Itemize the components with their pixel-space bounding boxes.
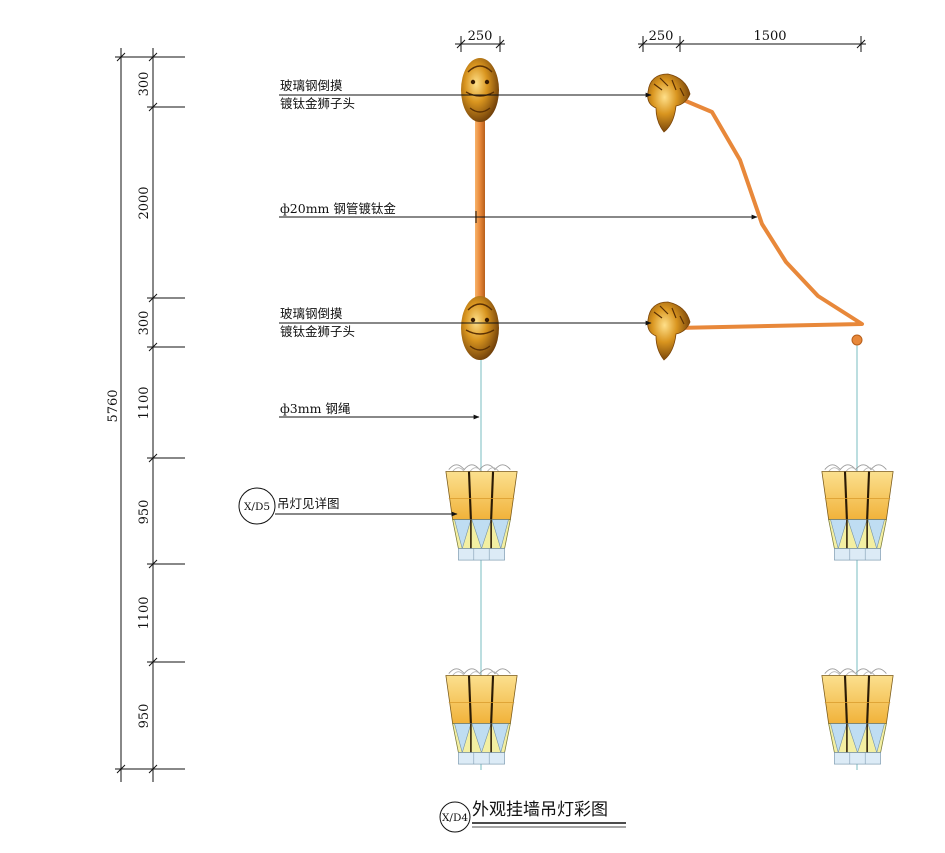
drawing-title: X/D4 外观挂墙吊灯彩图 (439, 800, 626, 833)
dim-v-300-top: 300 (137, 72, 152, 97)
note-steel-pipe: ф20mm 钢管镀钛金 (280, 201, 396, 216)
pendant-lamp-left-upper (444, 463, 519, 562)
vertical-steel-pipe (475, 110, 485, 310)
pendant-lamp-left-lower (444, 667, 519, 766)
top-dimension-values: 250 250 1500 (468, 29, 787, 44)
title-ref-tag: X/D4 (442, 812, 468, 824)
vertical-dimension-chain (115, 48, 185, 782)
curved-steel-pipe (673, 94, 864, 330)
dim-v-300-bottom: 300 (137, 311, 152, 336)
notes: 玻璃钢倒摸 镀钛金狮子头 ф20mm 钢管镀钛金 玻璃钢倒摸 镀钛金狮子头 ф3… (238, 78, 396, 525)
lion-head-side-top (647, 73, 691, 133)
note-lion-head-top-line1: 玻璃钢倒摸 (280, 78, 343, 93)
dim-v-950-upper: 950 (137, 500, 152, 525)
note-lion-head-bottom-line2: 镀钛金狮子头 (280, 324, 355, 339)
lamp-detail-ref-tag: X/D5 (244, 501, 270, 513)
dim-v-1100-lower: 1100 (137, 596, 152, 629)
top-dimension-chain (455, 36, 866, 52)
dim-v-total: 5760 (106, 389, 121, 422)
dim-h-250-left: 250 (468, 29, 493, 44)
lion-head-front-top (461, 58, 499, 122)
note-lamp-detail: 吊灯见详图 (277, 496, 340, 511)
dim-v-2000: 2000 (137, 186, 152, 219)
dim-v-1100-upper: 1100 (137, 386, 152, 419)
vertical-dimension-values: 300 2000 300 1100 950 1100 950 5760 (106, 72, 152, 729)
note-lion-head-top-line2: 镀钛金狮子头 (280, 96, 355, 111)
lamp-detail-ref-circle (238, 487, 276, 525)
title-ref-circle (439, 801, 471, 833)
lion-head-side-bottom (647, 301, 691, 361)
pipe-end-cap (851, 334, 863, 346)
leader-lines (275, 92, 758, 517)
dim-v-950-lower: 950 (137, 704, 152, 729)
steel-ropes (480, 345, 858, 770)
pendant-lamp-right-upper (820, 463, 895, 562)
note-steel-rope: ф3mm 钢绳 (280, 401, 350, 416)
dim-h-1500: 1500 (753, 29, 786, 44)
title-text: 外观挂墙吊灯彩图 (472, 800, 608, 820)
pendant-lamp-right-lower (820, 667, 895, 766)
note-lion-head-bottom-line1: 玻璃钢倒摸 (280, 306, 343, 321)
lion-head-front-bottom (461, 296, 499, 360)
dim-h-250-right: 250 (649, 29, 674, 44)
